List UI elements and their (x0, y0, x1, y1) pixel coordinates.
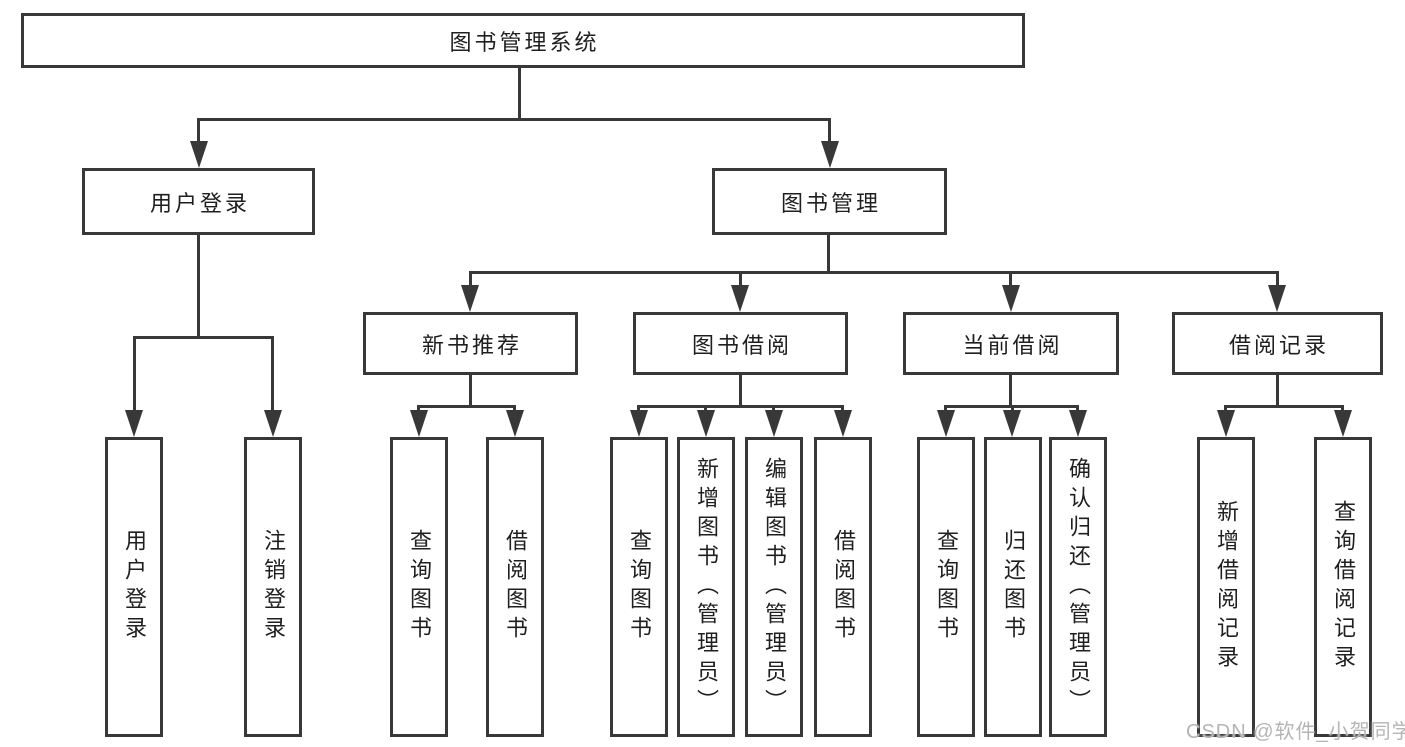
connector-line (197, 118, 831, 121)
arrow-down-icon (1217, 410, 1235, 437)
connector-line (1011, 405, 1014, 413)
connector-line (513, 405, 516, 413)
arrow-down-icon (731, 285, 749, 312)
watermark: CSDN @软件_小贺同学 (1186, 721, 1405, 743)
connector-line (841, 405, 844, 413)
connector-line (1076, 405, 1079, 413)
arrow-down-icon (765, 410, 783, 437)
connector-line (271, 336, 274, 413)
node-book-management-label: 图书管理 (780, 190, 881, 216)
leaf-borrowing-borrow-books-label: 借阅图书 (831, 529, 856, 645)
leaf-newbook-query-books: 查询图书 (390, 437, 448, 737)
node-user-login: 用户登录 (82, 168, 315, 235)
leaf-borrowing-edit-books-admin-label: 编辑图书（管理员） (762, 456, 787, 718)
leaf-borrowing-query-books-label: 查询图书 (627, 529, 652, 645)
connector-line (197, 235, 200, 336)
leaf-records-query-record: 查询借阅记录 (1314, 437, 1372, 737)
leaf-current-confirm-return-admin: 确认归还（管理员） (1049, 437, 1107, 737)
leaf-borrowing-query-books: 查询图书 (610, 437, 668, 737)
arrow-down-icon (697, 410, 715, 437)
leaf-current-confirm-return-admin-label: 确认归还（管理员） (1066, 456, 1091, 718)
connector-line (469, 375, 472, 407)
connector-line (1224, 405, 1227, 413)
leaf-logout: 注销登录 (244, 437, 302, 737)
connector-line (1224, 405, 1344, 408)
connector-line (417, 405, 420, 413)
connector-line (1276, 375, 1279, 407)
node-book-management: 图书管理 (712, 168, 947, 235)
node-new-book-recommend: 新书推荐 (363, 312, 578, 375)
connector-line (417, 405, 516, 408)
arrow-down-icon (834, 410, 852, 437)
connector-line (1009, 375, 1012, 407)
node-new-book-recommend-label: 新书推荐 (421, 332, 522, 358)
node-user-login-label: 用户登录 (149, 190, 250, 216)
connector-line (469, 271, 472, 290)
leaf-current-return-books: 归还图书 (984, 437, 1042, 737)
connector-line (518, 68, 521, 118)
arrow-down-icon (125, 410, 143, 437)
connector-line (133, 336, 274, 339)
connector-line (739, 271, 742, 290)
connector-line (469, 271, 1279, 274)
leaf-borrowing-add-books-admin-label: 新增图书（管理员） (694, 456, 719, 718)
connector-line (828, 118, 831, 146)
node-root: 图书管理系统 (21, 13, 1025, 68)
leaf-user-login-label: 用户登录 (122, 529, 147, 645)
arrow-down-icon (1268, 285, 1286, 312)
leaf-borrowing-add-books-admin: 新增图书（管理员） (677, 437, 735, 737)
connector-line (827, 235, 830, 272)
leaf-logout-label: 注销登录 (261, 529, 286, 645)
connector-line (704, 405, 707, 413)
leaf-records-query-record-label: 查询借阅记录 (1331, 500, 1356, 674)
connector-line (133, 336, 136, 413)
leaf-newbook-borrow-books: 借阅图书 (486, 437, 544, 737)
leaf-borrowing-borrow-books: 借阅图书 (814, 437, 872, 737)
arrow-down-icon (264, 410, 282, 437)
connector-line (1009, 271, 1012, 290)
arrow-down-icon (1334, 410, 1352, 437)
node-current-borrowing-label: 当前借阅 (962, 332, 1063, 358)
leaf-user-login: 用户登录 (105, 437, 163, 737)
leaf-records-add-record: 新增借阅记录 (1197, 437, 1255, 737)
leaf-borrowing-edit-books-admin: 编辑图书（管理员） (745, 437, 803, 737)
leaf-newbook-query-books-label: 查询图书 (407, 529, 432, 645)
node-root-label: 图书管理系统 (449, 29, 600, 55)
leaf-current-query-books: 查询图书 (917, 437, 975, 737)
arrow-down-icon (461, 285, 479, 312)
node-current-borrowing: 当前借阅 (903, 312, 1119, 375)
connector-line (1276, 271, 1279, 290)
connector-line (637, 405, 640, 413)
connector-line (772, 405, 775, 413)
leaf-newbook-borrow-books-label: 借阅图书 (503, 529, 528, 645)
connector-line (739, 375, 742, 407)
arrow-down-icon (1003, 410, 1021, 437)
arrow-down-icon (630, 410, 648, 437)
leaf-current-return-books-label: 归还图书 (1001, 529, 1026, 645)
connector-line (944, 405, 947, 413)
node-borrowing-records-label: 借阅记录 (1228, 332, 1329, 358)
connector-line (1341, 405, 1344, 413)
arrow-down-icon (190, 141, 208, 168)
arrow-down-icon (937, 410, 955, 437)
leaf-current-query-books-label: 查询图书 (934, 529, 959, 645)
node-borrowing-records: 借阅记录 (1172, 312, 1383, 375)
leaf-records-add-record-label: 新增借阅记录 (1214, 500, 1239, 674)
arrow-down-icon (821, 141, 839, 168)
node-book-borrowing-label: 图书借阅 (691, 332, 792, 358)
arrow-down-icon (1069, 410, 1087, 437)
arrow-down-icon (506, 410, 524, 437)
connector-line (197, 118, 200, 146)
arrow-down-icon (1002, 285, 1020, 312)
arrow-down-icon (410, 410, 428, 437)
connector-line (637, 405, 844, 408)
node-book-borrowing: 图书借阅 (633, 312, 848, 375)
